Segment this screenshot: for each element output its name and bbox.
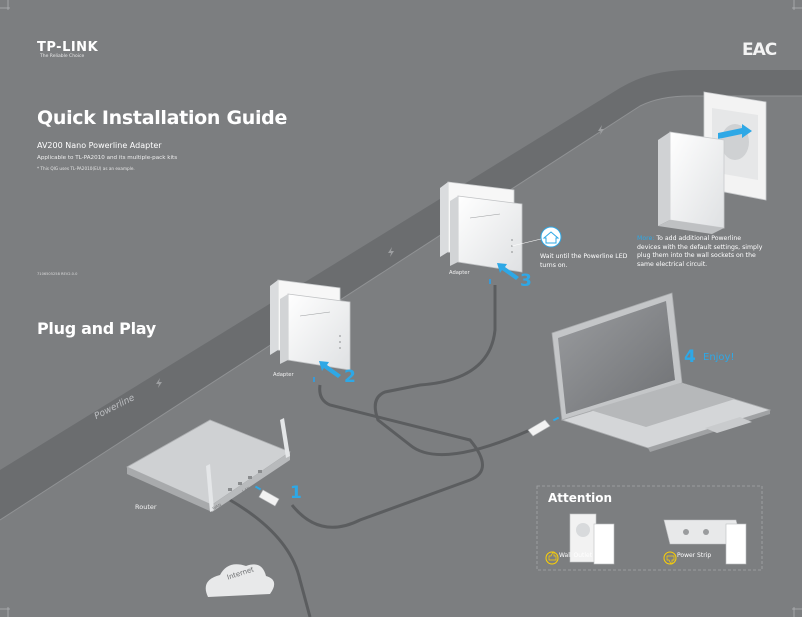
cable-plug-markers: [313, 279, 491, 382]
applicable-models: Applicable to TL-PA2010 and its multiple…: [37, 155, 178, 161]
adapter-illustration-upper: [440, 181, 523, 273]
adapter-label-upper: Adapter: [449, 270, 470, 276]
thumbs-down-icon: [663, 551, 677, 565]
brand-tagline: The Reliable Choice: [40, 54, 85, 59]
adapter-label-lower: Adapter: [273, 372, 294, 378]
brand-logo: TP-LINK: [37, 40, 99, 55]
ethernet-cables: [229, 285, 531, 617]
house-led-icon: [511, 226, 562, 248]
wall-outlet-label: Wall Outlet: [559, 552, 593, 559]
page-title: Quick Installation Guide: [37, 107, 288, 129]
certification-mark: EAC: [742, 40, 777, 60]
internet-cloud-icon: [205, 564, 275, 597]
more-text: To add additional Powerline devices with…: [637, 235, 763, 268]
document-code: 7106505258 REV2.0.0: [37, 272, 78, 276]
page-subtitle: AV200 Nano Powerline Adapter: [37, 141, 162, 150]
step-number-1: 1: [290, 483, 302, 503]
thumbs-up-icon: [545, 551, 559, 565]
step-4-text: Enjoy!: [703, 352, 735, 363]
more-info: More: To add additional Powerline device…: [637, 235, 765, 269]
power-strip-label: Power Strip: [677, 552, 712, 559]
adapter-illustration-lower: [270, 279, 351, 371]
step-number-2: 2: [344, 367, 356, 387]
attention-title: Attention: [548, 491, 613, 505]
example-note: * This QIG uses TL-PA2010(EU) as an exam…: [37, 166, 135, 171]
router-illustration: [126, 418, 291, 512]
arrow-icon: [319, 263, 519, 378]
router-label: Router: [135, 503, 157, 511]
attention-box: [536, 485, 763, 571]
step-number-4: 4: [684, 347, 696, 367]
router-ethernet-plug: [254, 485, 280, 507]
electricity-icon: [156, 125, 604, 388]
section-title: Plug and Play: [37, 319, 156, 338]
wall-socket-illustration: [658, 91, 767, 234]
laptop-illustration: [551, 292, 772, 452]
step-3-instruction: Wait until the Powerline LED turns on.: [540, 253, 628, 269]
more-heading: More:: [637, 235, 655, 242]
step-number-3: 3: [520, 271, 532, 291]
laptop-ethernet-plug: [527, 416, 560, 437]
